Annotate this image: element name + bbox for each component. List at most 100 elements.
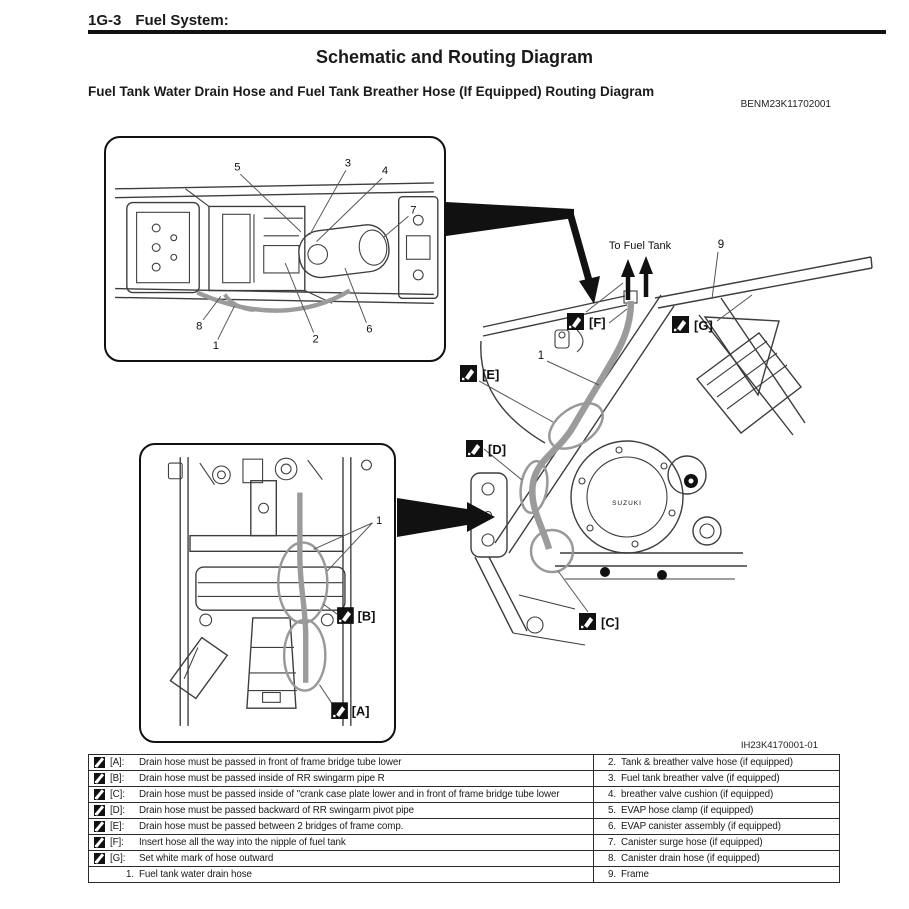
left-crossmember: [126, 201, 200, 294]
view-direction-icon: [94, 805, 105, 816]
legend-text: Fuel tank breather valve (if equipped): [621, 773, 780, 784]
callout-6: 6: [366, 324, 372, 336]
callout-1: 1: [213, 340, 219, 352]
legend-text: Frame: [621, 869, 649, 880]
view-direction-icon: [94, 757, 105, 768]
drain-hose-rear-view: [297, 492, 309, 683]
legend-text: Drain hose must be passed backward of RR…: [139, 805, 414, 816]
callout-1: 1: [376, 515, 382, 527]
legend-text: Drain hose must be passed in front of fr…: [139, 757, 402, 768]
upper-components: [167, 457, 372, 553]
view-tag-G-label: [G]: [694, 318, 713, 333]
legend-key: [A]:: [110, 757, 125, 768]
table-row: [D]: Drain hose must be passed backward …: [88, 802, 840, 819]
callout-leaders: [478, 251, 753, 613]
legend-key: 4.: [608, 789, 616, 800]
underside-drawing: 5 3 4 7 8 1 2 6: [115, 157, 439, 352]
engine-brand-text: SUZUKI: [612, 500, 642, 507]
table-row: [A]: Drain hose must be passed in front …: [88, 754, 840, 771]
front-mount-plate: [470, 472, 586, 646]
rear-view-drawing: 1 [B] [A]: [167, 457, 382, 726]
legend-key: [E]:: [110, 821, 125, 832]
highlight-ellipse-E: [548, 402, 604, 450]
view-tag-A-label: [A]: [352, 704, 370, 719]
view-tag-C-label: [C]: [601, 615, 619, 630]
to-fuel-tank-arrows: [621, 256, 653, 300]
cylinder-block: [695, 332, 802, 434]
view-tag-G: [G]: [672, 316, 713, 333]
callout-3: 3: [345, 157, 351, 169]
callout-leaders: [202, 170, 409, 340]
legend-text: breather valve cushion (if equipped): [621, 789, 774, 800]
view-tag-D-label: [D]: [488, 442, 506, 457]
view-direction-icon: [337, 607, 354, 624]
highlight-ellipse-B: [277, 541, 329, 625]
view-tag-B: [B]: [337, 607, 375, 624]
legend-text: EVAP hose clamp (if equipped): [621, 805, 754, 816]
legend-key: 7.: [608, 837, 616, 848]
legend-text: Drain hose must be passed inside of "cra…: [139, 789, 560, 800]
view-direction-icon: [579, 613, 596, 630]
right-crossmember: [398, 195, 439, 300]
legend-key: [F]:: [110, 837, 124, 848]
document-ref-code: BENM23K11702001: [740, 99, 831, 110]
legend-table: [A]: Drain hose must be passed in front …: [88, 754, 840, 883]
legend-key: 5.: [608, 805, 616, 816]
side-view-drawing: SUZUKI To Fuel Tank: [460, 239, 873, 646]
view-direction-icon: [94, 789, 105, 800]
legend-text: EVAP canister assembly (if equipped): [621, 821, 781, 832]
view-direction-icon: [94, 837, 105, 848]
shock-cylinder: [298, 224, 390, 279]
page-code: 1G-3: [88, 12, 122, 29]
view-tag-E: [E]: [460, 365, 499, 382]
view-direction-icon: [94, 773, 105, 784]
figure-ref-code: IH23K4170001-01: [740, 740, 818, 751]
legend-key: 1.: [126, 869, 134, 880]
table-row: [F]: Insert hose all the way into the ni…: [88, 834, 840, 851]
view-direction-icon: [460, 365, 477, 382]
callout-8: 8: [196, 321, 202, 333]
legend-key: 8.: [608, 853, 616, 864]
legend-key: 9.: [608, 869, 616, 880]
legend-text: Canister surge hose (if equipped): [621, 837, 763, 848]
legend-key: [G]:: [110, 853, 126, 864]
callout-9-frame: 9: [718, 239, 724, 251]
highlight-circle-C: [529, 528, 575, 574]
swingarm: [195, 566, 346, 627]
frame-lines: [480, 256, 873, 554]
frame-rails: [115, 182, 434, 304]
legend-key: [B]:: [110, 773, 125, 784]
view-tag-A: [A]: [331, 702, 370, 719]
table-row: [B]: Drain hose must be passed inside of…: [88, 770, 840, 787]
frame-rails: [179, 457, 352, 726]
view-direction-icon: [567, 313, 584, 330]
legend-text: Tank & breather valve hose (if equipped): [621, 757, 793, 768]
view-tag-C: [C]: [579, 613, 619, 630]
callout-1-hose: 1: [538, 350, 544, 362]
section-name: Fuel System:: [135, 12, 229, 29]
table-row: 1. Fuel tank water drain hose 9. Frame: [88, 866, 840, 883]
highlight-ellipse-D: [519, 459, 549, 515]
callout-2: 2: [312, 333, 318, 345]
callout-5: 5: [234, 161, 240, 173]
table-row: [E]: Drain hose must be passed between 2…: [88, 818, 840, 835]
drain-hose-stub: [223, 293, 255, 313]
fuel-tank-water-drain-hose: [529, 300, 635, 550]
view-direction-icon: [331, 702, 348, 719]
legend-text: Fuel tank water drain hose: [139, 869, 252, 880]
legend-text: Set white mark of hose outward: [139, 853, 274, 864]
diagram-subtitle: Fuel Tank Water Drain Hose and Fuel Tank…: [88, 84, 655, 99]
drain-hose-top-view: [196, 288, 351, 313]
view-tag-B-label: [B]: [358, 608, 376, 623]
view-tag-F: [F]: [567, 313, 606, 330]
view-direction-icon: [672, 316, 689, 333]
view-tag-D: [D]: [466, 440, 506, 457]
main-side-view: SUZUKI To Fuel Tank: [455, 235, 890, 655]
crankcase: SUZUKI: [555, 440, 747, 580]
to-fuel-tank-label: To Fuel Tank: [609, 240, 672, 252]
callout-7: 7: [410, 204, 416, 216]
page-header: 1G-3 Fuel System:: [88, 12, 229, 29]
legend-text: Drain hose must be passed between 2 brid…: [139, 821, 404, 832]
lower-bracket: [169, 617, 297, 709]
legend-text: Drain hose must be passed inside of RR s…: [139, 773, 385, 784]
